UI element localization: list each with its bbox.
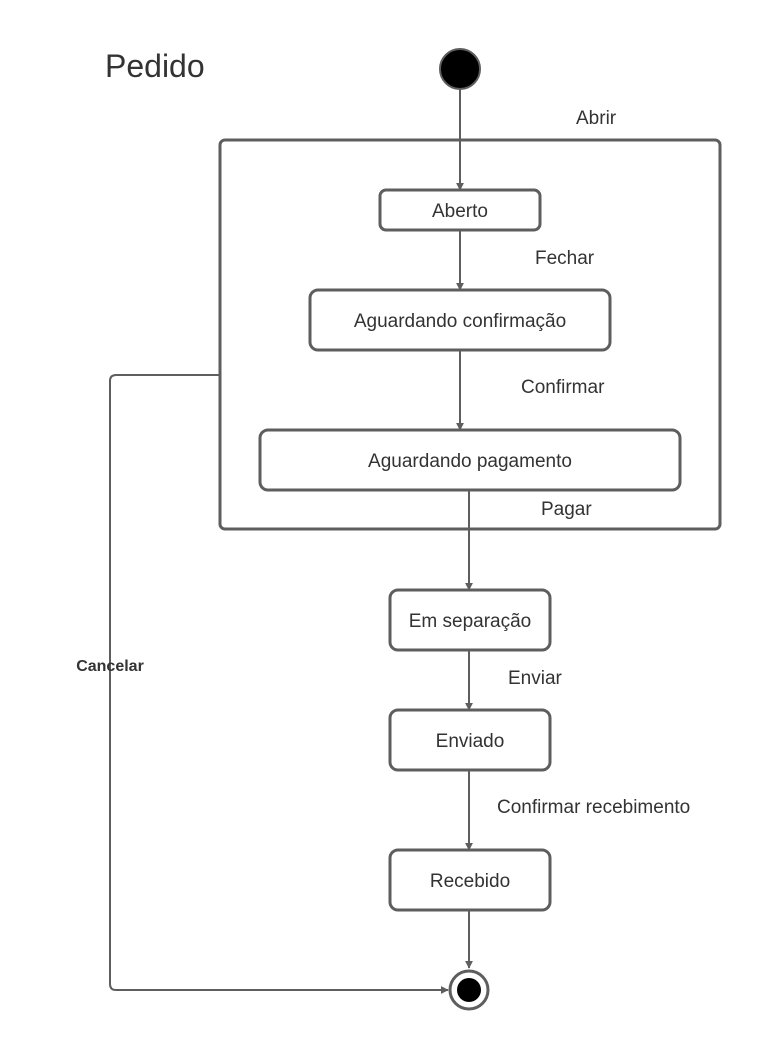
state-label-em-separacao: Em separação	[409, 611, 532, 632]
state-label-aberto: Aberto	[432, 201, 488, 222]
state-label-aguardando-pagamento: Aguardando pagamento	[368, 451, 572, 472]
state-enviado: Enviado	[388, 708, 552, 772]
transition-label-pagar: Pagar	[541, 499, 592, 520]
state-recebido: Recebido	[388, 848, 552, 912]
transition-label-confirmar: Confirmar	[521, 377, 605, 398]
state-aberto: Aberto	[378, 188, 542, 232]
transition-label-abrir: Abrir	[576, 108, 617, 129]
initial-node	[439, 48, 481, 90]
edge-cancelar-to-final	[109, 374, 449, 994]
transition-label-cancelar: Cancelar	[76, 658, 144, 675]
state-label-enviado: Enviado	[436, 731, 505, 752]
state-label-aguardando-confirmacao: Aguardando confirmação	[354, 311, 566, 332]
state-label-recebido: Recebido	[430, 871, 510, 892]
state-aguardando-confirmacao: Aguardando confirmação	[308, 288, 612, 352]
final-node	[448, 969, 490, 1011]
state-aguardando-pagamento: Aguardando pagamento	[258, 428, 682, 492]
transition-label-fechar: Fechar	[535, 248, 595, 269]
state-em-separacao: Em separação	[388, 588, 552, 652]
diagram-title: Pedido	[105, 48, 205, 84]
transition-label-enviar: Enviar	[508, 668, 563, 689]
transition-label-confirmar-recebimento: Confirmar recebimento	[497, 797, 690, 818]
